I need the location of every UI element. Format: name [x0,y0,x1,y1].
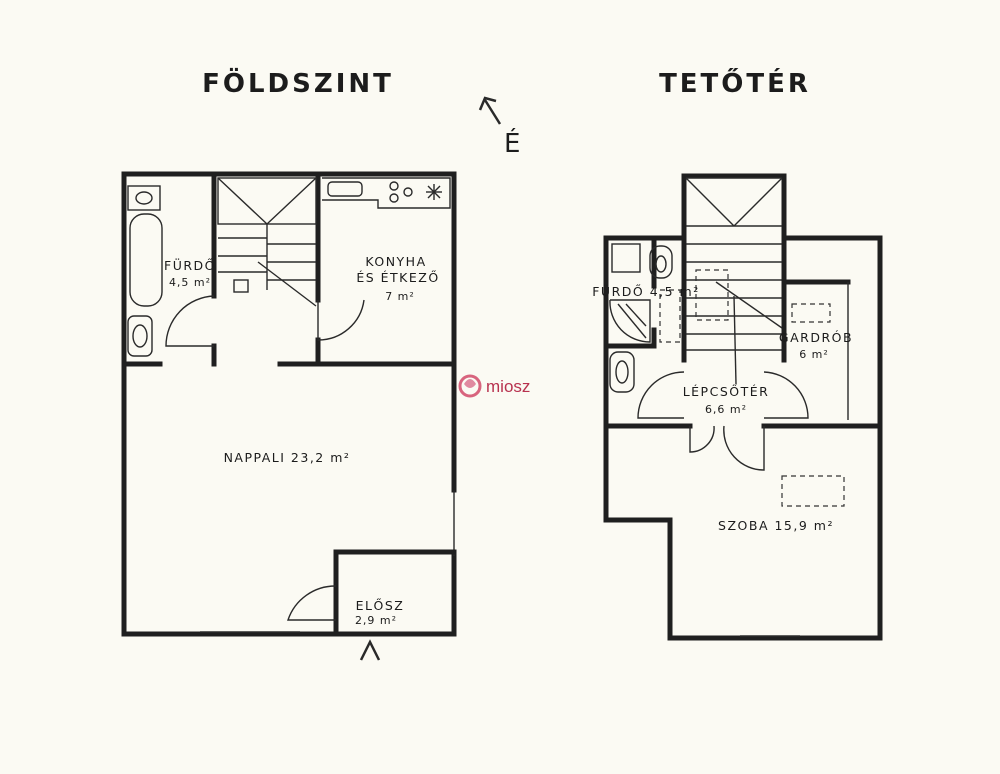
north-arrow-icon [478,96,502,125]
north-label: É [504,127,520,159]
hall-name-label: ELŐSZ [356,598,405,613]
landing-area-label: 6,6 m² [705,403,747,416]
ground-floor-plan [121,171,457,661]
attic-plan [603,173,883,641]
kitchen-subname-label: ÉS ÉTKEZŐ [356,270,439,285]
kitchen-area-label: 7 m² [385,290,415,303]
attic-bathroom-label: FÜRDŐ 4,5 m² [592,283,700,299]
watermark-logo-icon [458,374,482,398]
landing-name-label: LÉPCSŐTÉR [683,384,770,399]
hall-area-label: 2,9 m² [355,614,397,627]
living-room-label: NAPPALI 23,2 m² [224,450,351,465]
attic-room-label: SZOBA 15,9 m² [718,518,834,533]
bathroom-name-label: FÜRDŐ [164,257,216,273]
wardrobe-area-label: 6 m² [799,348,829,361]
watermark-text: miosz [486,377,530,396]
attic-title: TETŐTÉR [659,67,811,99]
ground-floor-title: FÖLDSZINT [202,66,394,99]
wardrobe-name-label: GARDRÓB [779,330,853,345]
bathroom-area-label: 4,5 m² [169,276,211,289]
kitchen-name-label: KONYHA [365,254,426,269]
